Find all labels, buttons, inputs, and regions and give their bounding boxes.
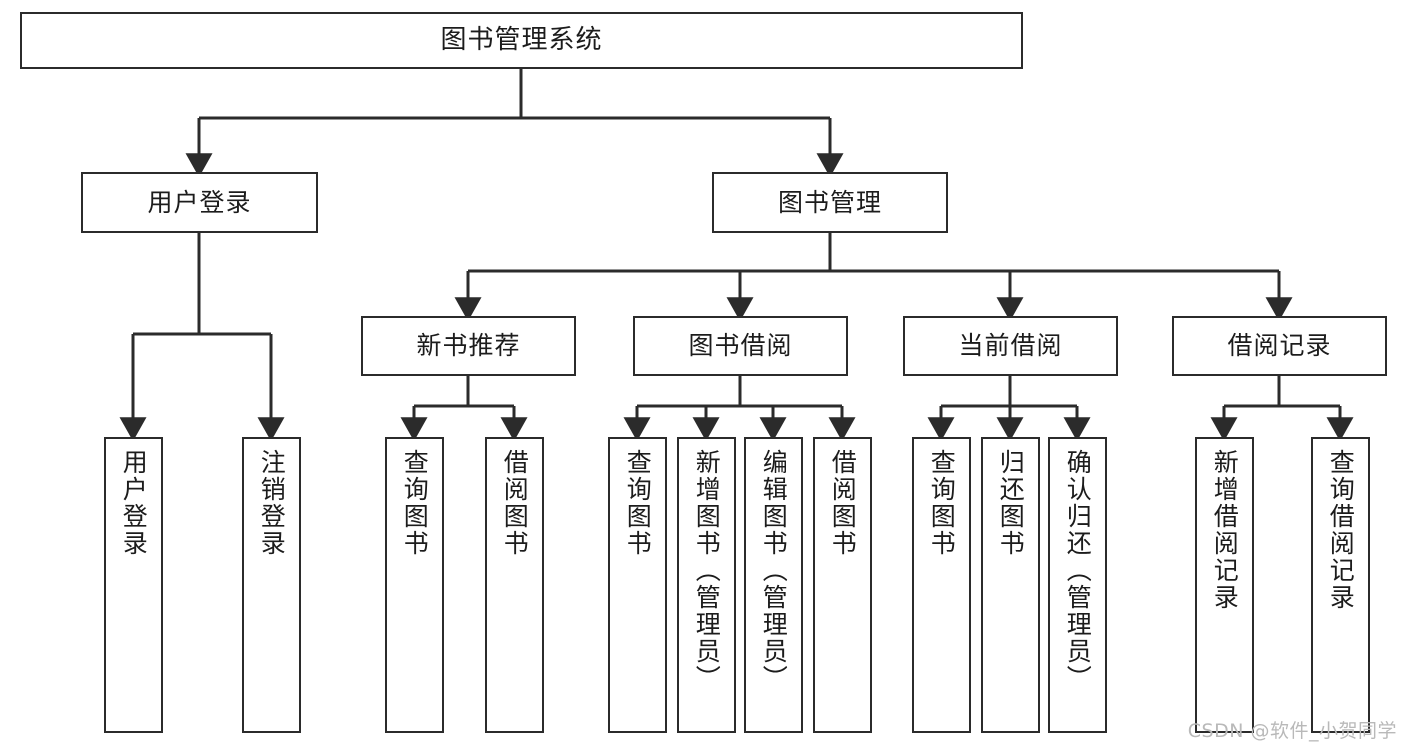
node-label: 查询图书	[400, 449, 430, 557]
node-label: 借阅记录	[1227, 331, 1332, 361]
node-label: 借阅图书	[500, 449, 530, 557]
node-label: 新增图书（管理员）	[692, 449, 722, 692]
leaf-user-login[interactable]: 用户登录	[104, 437, 163, 733]
node-label: 确认归还（管理员）	[1063, 449, 1093, 692]
node-current-borrowing[interactable]: 当前借阅	[903, 316, 1118, 376]
node-label: 借阅图书	[828, 449, 858, 557]
node-root-book-management-system[interactable]: 图书管理系统	[20, 12, 1023, 69]
leaf-add-book-admin[interactable]: 新增图书（管理员）	[677, 437, 736, 733]
node-label: 新增借阅记录	[1210, 449, 1240, 611]
node-label: 当前借阅	[958, 331, 1063, 361]
leaf-query-borrow-record[interactable]: 查询借阅记录	[1311, 437, 1370, 733]
leaf-borrow-book-rec[interactable]: 借阅图书	[485, 437, 544, 733]
leaf-return-book[interactable]: 归还图书	[981, 437, 1040, 733]
node-label: 归还图书	[996, 449, 1026, 557]
node-borrowing-record[interactable]: 借阅记录	[1172, 316, 1387, 376]
node-book-borrowing[interactable]: 图书借阅	[633, 316, 848, 376]
leaf-query-book-current[interactable]: 查询图书	[912, 437, 971, 733]
node-label: 用户登录	[119, 449, 149, 557]
leaf-query-book-borrow[interactable]: 查询图书	[608, 437, 667, 733]
leaf-confirm-return-admin[interactable]: 确认归还（管理员）	[1048, 437, 1107, 733]
node-label: 查询借阅记录	[1326, 449, 1356, 611]
leaf-logout[interactable]: 注销登录	[242, 437, 301, 733]
node-book-management[interactable]: 图书管理	[712, 172, 948, 233]
node-label: 查询图书	[623, 449, 653, 557]
node-label: 编辑图书（管理员）	[759, 449, 789, 692]
watermark-text: CSDN @软件_小贺同学	[1187, 720, 1397, 742]
node-label: 查询图书	[927, 449, 957, 557]
node-label: 新书推荐	[416, 331, 521, 361]
node-label: 图书管理	[777, 187, 882, 217]
leaf-borrow-book[interactable]: 借阅图书	[813, 437, 872, 733]
node-user-login[interactable]: 用户登录	[81, 172, 318, 233]
leaf-add-borrow-record[interactable]: 新增借阅记录	[1195, 437, 1254, 733]
node-label: 图书借阅	[688, 331, 793, 361]
node-label: 用户登录	[147, 187, 252, 217]
node-label: 图书管理系统	[440, 25, 603, 56]
node-new-book-recommendation[interactable]: 新书推荐	[361, 316, 576, 376]
leaf-edit-book-admin[interactable]: 编辑图书（管理员）	[744, 437, 803, 733]
leaf-query-book-rec[interactable]: 查询图书	[385, 437, 444, 733]
node-label: 注销登录	[257, 449, 287, 557]
